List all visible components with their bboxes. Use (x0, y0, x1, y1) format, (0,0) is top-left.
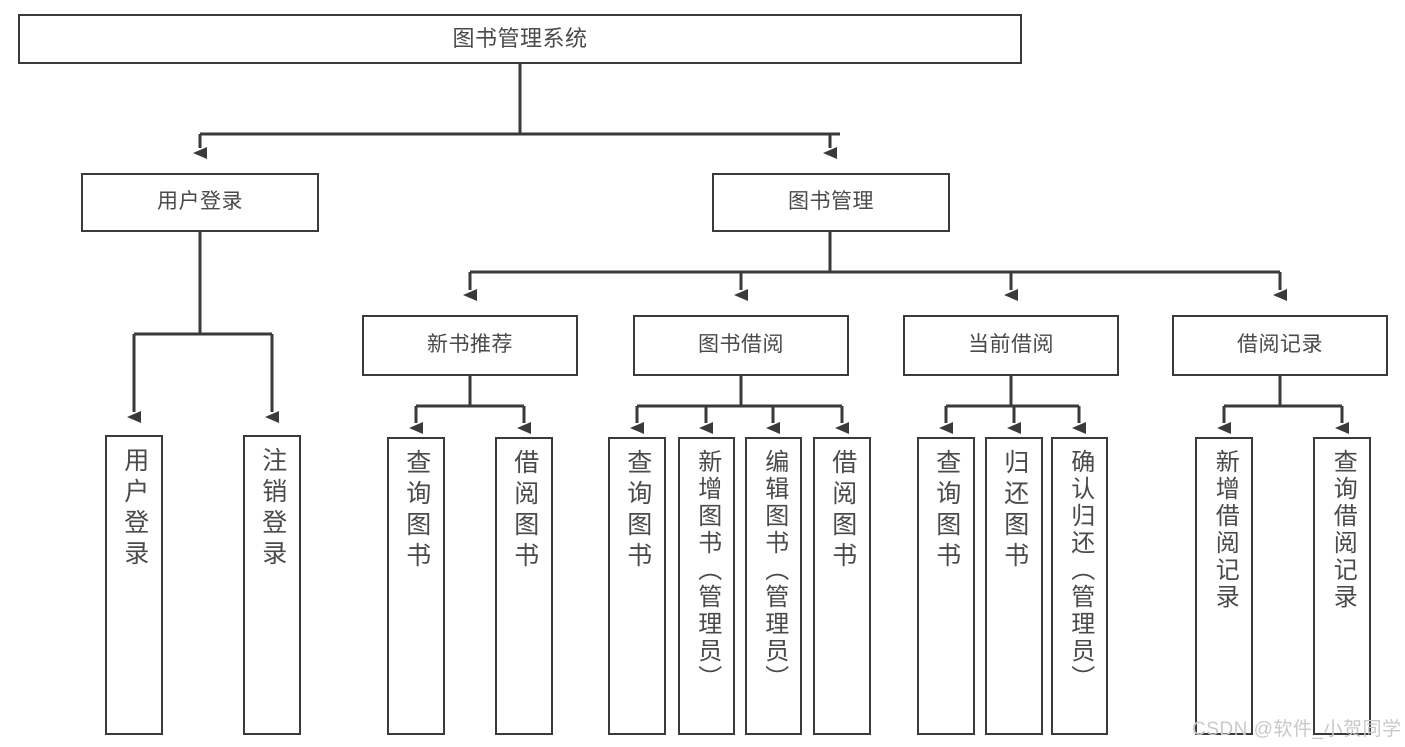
leaf-user-login-login[interactable]: 用户登录 (105, 435, 163, 735)
node-book-management[interactable]: 图书管理 (712, 173, 950, 232)
node-label: 归还图书 (1000, 449, 1029, 573)
node-label: 新增借阅记录 (1211, 449, 1239, 611)
node-borrow-record[interactable]: 借阅记录 (1172, 315, 1388, 376)
node-label: 当前借阅 (968, 333, 1054, 357)
node-label: 确认归还（管理员） (1066, 449, 1094, 692)
leaf-current-query-book[interactable]: 查询图书 (917, 437, 975, 735)
leaf-borrow-query-book[interactable]: 查询图书 (608, 437, 666, 735)
node-label: 查询图书 (623, 449, 652, 573)
node-current-borrow[interactable]: 当前借阅 (903, 315, 1119, 376)
node-label: 借阅记录 (1237, 333, 1323, 357)
node-label: 新书推荐 (427, 333, 513, 357)
node-user-login[interactable]: 用户登录 (81, 173, 319, 232)
node-label: 查询借阅记录 (1329, 449, 1357, 611)
node-book-borrow[interactable]: 图书借阅 (633, 315, 849, 376)
leaf-record-query-borrow-record[interactable]: 查询借阅记录 (1313, 437, 1371, 735)
node-root-book-management-system[interactable]: 图书管理系统 (18, 14, 1022, 64)
node-label: 查询图书 (402, 449, 431, 573)
node-label: 用户登录 (120, 447, 149, 571)
node-label: 用户登录 (157, 190, 243, 214)
leaf-new-book-borrow[interactable]: 借阅图书 (495, 437, 553, 735)
node-label: 图书管理系统 (452, 26, 588, 52)
leaf-borrow-borrow-book[interactable]: 借阅图书 (813, 437, 871, 735)
node-label: 借阅图书 (828, 449, 857, 573)
leaf-borrow-add-book-admin[interactable]: 新增图书（管理员） (678, 437, 735, 735)
node-label: 借阅图书 (510, 449, 539, 573)
node-label: 注销登录 (258, 447, 287, 571)
node-new-book-recommend[interactable]: 新书推荐 (362, 315, 578, 376)
leaf-borrow-edit-book-admin[interactable]: 编辑图书（管理员） (745, 437, 802, 735)
node-label: 查询图书 (932, 449, 961, 573)
leaf-new-book-query[interactable]: 查询图书 (387, 437, 445, 735)
leaf-current-confirm-return-admin[interactable]: 确认归还（管理员） (1051, 437, 1108, 735)
node-label: 图书管理 (788, 190, 874, 214)
node-label: 图书借阅 (698, 333, 784, 357)
node-label: 新增图书（管理员） (693, 449, 721, 692)
node-label: 编辑图书（管理员） (760, 449, 788, 692)
leaf-record-add-borrow-record[interactable]: 新增借阅记录 (1195, 437, 1253, 735)
leaf-user-login-logout[interactable]: 注销登录 (243, 435, 301, 735)
leaf-current-return-book[interactable]: 归还图书 (985, 437, 1043, 735)
